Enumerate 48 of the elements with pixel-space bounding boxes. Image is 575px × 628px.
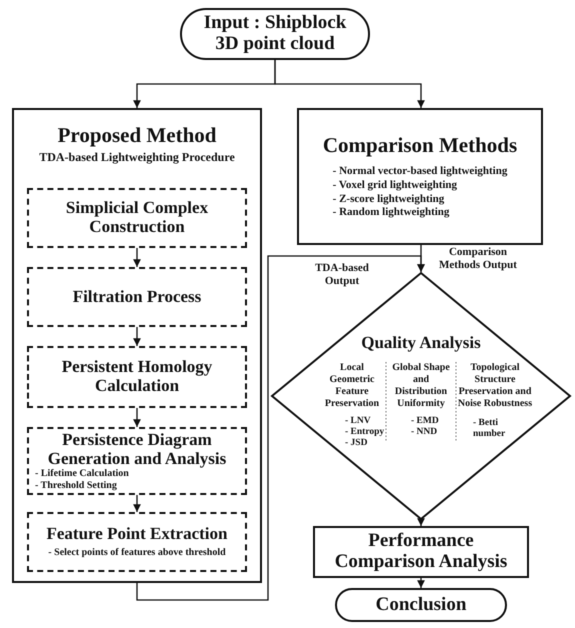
- box-subtitle: TDA-based Lightweighting Procedure: [39, 150, 235, 164]
- arrow: [133, 408, 141, 427]
- box-title: Feature Point Extraction: [46, 525, 228, 544]
- arrow: [136, 255, 425, 601]
- box-title: Input : Shipblock 3D point cloud: [202, 13, 348, 55]
- bullet-item: - Threshold Setting: [35, 480, 118, 492]
- column-heading: Global Shape and Distribution Uniformity: [391, 362, 451, 410]
- box-title: Conclusion: [376, 594, 466, 616]
- terminal-shape: [180, 8, 370, 60]
- arrow: [133, 495, 141, 512]
- bullet-item: - Lifetime Calculation: [35, 468, 130, 480]
- process-step-box: [27, 346, 247, 408]
- terminal-shape: [335, 588, 507, 622]
- box-title: Quality Analysis: [360, 334, 482, 353]
- box-title: Persistent Homology Calculation: [60, 358, 214, 396]
- process-step-box: [27, 188, 247, 248]
- box-title: Persistence Diagram Generation and Analysis: [46, 430, 228, 468]
- edge-label: Comparison Methods Output: [438, 246, 518, 272]
- bullet-item: - Voxel grid lightweighting: [332, 178, 458, 192]
- arrow: [417, 578, 425, 588]
- box-title: Simplicial Complex Construction: [64, 199, 210, 237]
- process-step-box: [27, 512, 247, 572]
- column-heading: Local Geometric Feature Preservation: [324, 362, 380, 410]
- arrow: [274, 60, 425, 108]
- bullet-item: - Random lightweighting: [332, 206, 450, 219]
- bullet-item: - Z-score lightweighting: [332, 192, 446, 206]
- bullet-item: - Normal vector-based lightweighting: [332, 165, 508, 178]
- bullet-item: - Betti number: [473, 418, 506, 440]
- box-title: Filtration Process: [72, 288, 202, 306]
- group-box: [12, 108, 262, 583]
- bullet-item: - Entropy: [345, 427, 386, 438]
- bullet-item: - EMD: [411, 416, 440, 427]
- box-title: Proposed Method: [58, 124, 216, 148]
- bullet-item: - NND: [411, 427, 438, 438]
- bullet-item: - Select points of features above threshold: [48, 546, 226, 559]
- decision-diamond: [271, 272, 571, 520]
- box-title: Performance Comparison Analysis: [334, 531, 508, 573]
- arrow: [133, 248, 141, 267]
- bullet-item: - LNV: [345, 416, 372, 427]
- bullet-item: - JSD: [345, 438, 368, 449]
- process-box: [313, 526, 529, 578]
- arrow: [133, 327, 141, 346]
- process-step-box: [27, 427, 247, 495]
- column-heading: Topological Structure Preservation and Noise Robustness: [456, 362, 534, 410]
- box-title: Comparison Methods: [322, 134, 518, 158]
- process-step-box: [27, 267, 247, 327]
- arrow: [417, 518, 425, 526]
- process-box: [297, 108, 543, 245]
